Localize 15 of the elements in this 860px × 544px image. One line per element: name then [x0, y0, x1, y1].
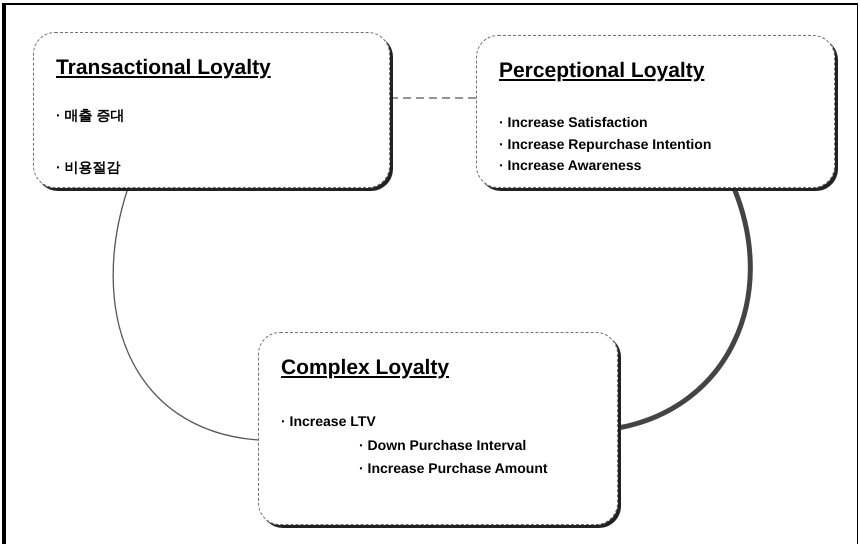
- box-heading: Perceptional Loyalty: [499, 58, 704, 84]
- bullet-text: · Increase Repurchase Intention: [499, 136, 712, 154]
- box-heading: Complex Loyalty: [281, 355, 450, 381]
- bullet-text: · Increase Satisfaction: [499, 114, 648, 132]
- bullet-text: · 매출 증대: [56, 107, 124, 125]
- box-heading: Transactional Loyalty: [56, 55, 271, 81]
- bullet-text: · Increase LTV: [281, 413, 376, 431]
- rounded-box: [33, 32, 390, 188]
- bullet-text: · Increase Purchase Amount: [359, 460, 548, 478]
- bullet-text: · Increase Awareness: [499, 157, 642, 175]
- bullet-text: · 비용절감: [56, 158, 121, 176]
- bullet-text: · Down Purchase Interval: [359, 436, 526, 454]
- connector-line: [390, 97, 476, 99]
- rounded-box: [258, 332, 618, 525]
- rounded-box: [476, 35, 835, 188]
